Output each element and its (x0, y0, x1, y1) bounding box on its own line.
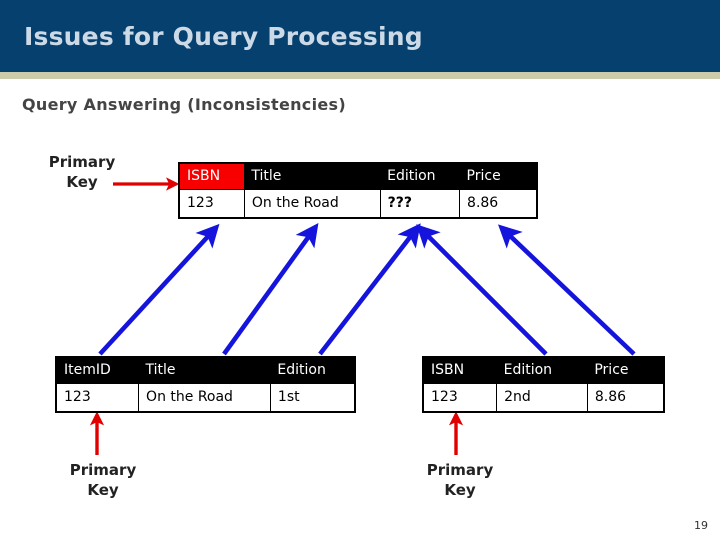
cell-title: On the Road (243, 189, 381, 218)
column-header-price: Price (594, 362, 629, 378)
page-title: Issues for Query Processing (24, 22, 423, 51)
table-header-row: ISBN Title Edition Price (179, 163, 537, 190)
primary-key-label-query-line2: Key (66, 173, 98, 191)
column-header-itemid: ItemID (64, 362, 111, 378)
primary-key-label-books-line1: Primary (426, 461, 494, 479)
column-header-isbn: ISBN (179, 163, 245, 190)
column-header-edition: Edition (387, 168, 436, 184)
primary-key-label-books: Primary Key (412, 460, 508, 500)
cell-itemid: 123 (56, 383, 140, 412)
blue-arrow-edition-left-to-edition (318, 223, 421, 356)
items-source-table: ItemID Title Edition 123 On the Road 1st (55, 356, 356, 413)
cell-isbn: 123 (179, 189, 245, 218)
table-row: 123 On the Road 1st (56, 383, 355, 412)
blue-arrow-itemid-to-isbn (98, 223, 220, 356)
blue-arrow-edition-right-to-price (498, 224, 636, 356)
primary-key-label-query-line1: Primary (48, 153, 116, 171)
cell-edition: 1st (269, 383, 355, 412)
primary-key-label-query: Primary Key (34, 152, 130, 192)
column-header-edition: Edition (503, 362, 553, 378)
header-accent-rule (0, 72, 720, 79)
cell-title: On the Road (138, 383, 271, 412)
primary-key-label-items-line2: Key (87, 481, 119, 499)
section-subtitle: Query Answering (Inconsistencies) (22, 95, 346, 114)
primary-key-label-items: Primary Key (55, 460, 151, 500)
cell-edition-unknown: ??? (379, 189, 461, 218)
column-header-title: Title (251, 168, 282, 184)
table-row: 123 On the Road ??? 8.86 (179, 189, 537, 218)
primary-key-label-items-line1: Primary (69, 461, 137, 479)
table-header-row: ItemID Title Edition (56, 357, 355, 384)
page-number: 19 (694, 519, 708, 532)
table-row: 123 2nd 8.86 (423, 383, 664, 412)
cell-isbn: 123 (423, 383, 498, 412)
slide-header-bar (0, 0, 720, 72)
books-source-table: ISBN Edition Price 123 2nd 8.86 (422, 356, 665, 413)
blue-arrow-title-to-title (222, 223, 319, 356)
cell-edition: 2nd (496, 383, 588, 412)
column-header-edition: Edition (277, 362, 326, 378)
primary-key-label-books-line2: Key (444, 481, 476, 499)
column-header-price: Price (466, 168, 501, 184)
cell-price: 8.86 (586, 383, 664, 412)
blue-arrow-isbn-right-to-edition (416, 224, 548, 356)
column-header-title: Title (145, 362, 176, 378)
query-result-table: ISBN Title Edition Price 123 On the Road… (178, 162, 538, 219)
cell-price: 8.86 (459, 189, 537, 218)
table-header-row: ISBN Edition Price (423, 357, 664, 384)
column-header-isbn: ISBN (431, 362, 465, 378)
